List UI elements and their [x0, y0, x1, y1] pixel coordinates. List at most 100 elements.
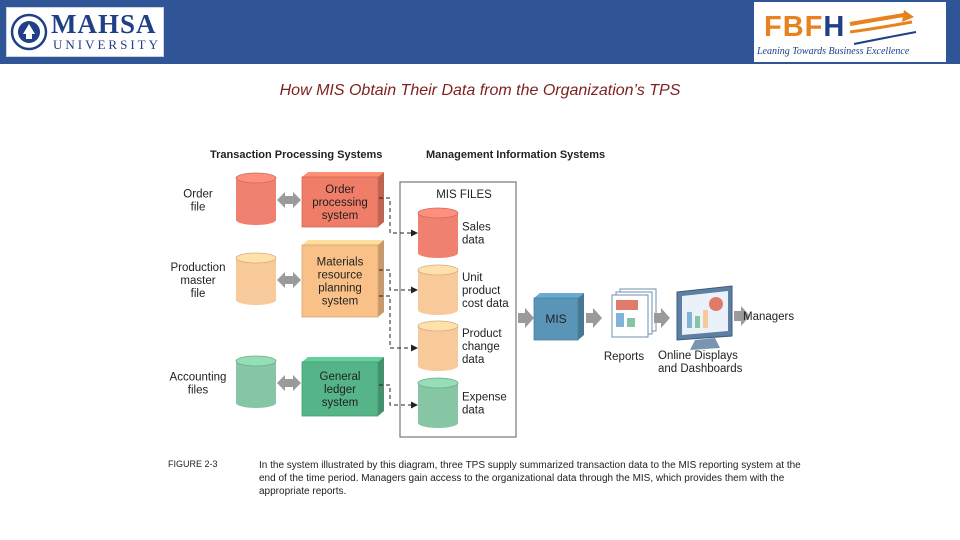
arrow-to-displays: [654, 308, 670, 328]
fbfh-brand-h: H: [823, 11, 846, 43]
tps-file-database-3-base: [236, 398, 276, 408]
tps-system-label-2-line: resource: [318, 270, 363, 282]
mis-file-database-4-base: [418, 418, 458, 428]
managers-label-line: Managers: [743, 311, 794, 323]
tps-system-box-3-front: [301, 361, 379, 417]
figure-label: FIGURE 2-3: [168, 459, 218, 469]
tps-system-box-3-top: [302, 357, 384, 362]
tps-system-label-1-line: processing: [312, 197, 368, 209]
tps-system-box-1-top: [302, 172, 384, 177]
report-chart-bar: [616, 300, 638, 310]
tps-system-box-1-front: [301, 176, 379, 228]
mis-file-label-4-line: Expense: [462, 392, 507, 404]
mis-file-label-1-line: Sales: [462, 222, 491, 234]
monitor-bar: [703, 310, 708, 328]
tps-file-database-2-body: [236, 258, 276, 300]
fbfh-logo: FBFH Leaning Towards Business Excellence: [754, 2, 946, 62]
tps-sync-arrow-1: [277, 192, 301, 208]
mis-box: [533, 293, 584, 341]
tps-file-label-3-line: files: [188, 385, 209, 397]
tps-file-database-3-body: [236, 361, 276, 403]
tps-heading: Transaction Processing Systems: [210, 149, 382, 161]
tps-system-box-2: [301, 240, 384, 318]
tps-system-box-2-top: [302, 240, 384, 245]
managers-label: Managers: [743, 311, 794, 323]
header-bar: MAHSA UNIVERSITY FBFH Leaning Towards Bu…: [0, 0, 960, 64]
tps-system-box-2-front: [301, 244, 379, 318]
tps-file-label-2-line: Production: [171, 262, 226, 274]
mis-file-database-3-top: [417, 320, 459, 332]
mis-box-side: [578, 293, 584, 340]
mis-file-database-1-base: [418, 248, 458, 258]
monitor-pie-chart: [709, 297, 723, 311]
mis-box-label: MIS: [545, 312, 566, 326]
tps-system-label-1-line: Order: [325, 184, 355, 196]
mis-file-label-3-line: Product: [462, 328, 502, 340]
mis-file-database-1-top: [417, 207, 459, 219]
mis-box-top: [534, 293, 584, 298]
connector-ledger-to-expense: [379, 384, 418, 409]
tps-system-box-1: [301, 172, 384, 228]
fbfh-brand: FBFH: [764, 12, 845, 42]
tps-system-box-3: [301, 357, 384, 417]
arrow-to-mis: [518, 308, 534, 328]
tps-file-database-1-body: [236, 178, 276, 220]
report-chart-bar: [616, 313, 624, 327]
tps-system-label-3-line: system: [322, 397, 358, 409]
tps-file-database-2-top: [235, 252, 277, 264]
tps-file-database-1-top: [235, 172, 277, 184]
tps-system-label-3-line: General: [320, 371, 361, 383]
mis-file-database-3: [417, 320, 459, 371]
mis-file-database-3-base: [418, 361, 458, 371]
mis-file-database-2-body: [418, 270, 458, 310]
tps-file-label-2-line: file: [191, 288, 206, 300]
mis-file-database-1: [417, 207, 459, 258]
tps-file-database-3-top: [235, 355, 277, 367]
tps-system-box-3-side: [378, 357, 384, 416]
mis-file-label-1-line: data: [462, 235, 485, 247]
mis-file-label-2-line: product: [462, 285, 501, 297]
online-display-monitor-icon: [676, 285, 733, 350]
connector-mrp-to-product-change: [379, 295, 418, 352]
report-chart-bar: [627, 318, 635, 327]
tps-system-label-1-line: system: [322, 210, 358, 222]
tps-sync-arrow-3: [277, 375, 301, 391]
mis-file-database-4-top: [417, 377, 459, 389]
reports-label-line: Reports: [604, 351, 645, 363]
mis-file-label-4-line: data: [462, 405, 485, 417]
mis-file-database-4-body: [418, 383, 458, 423]
mis-file-database-2: [417, 264, 459, 315]
mis-file-label-3-line: data: [462, 354, 485, 366]
mis-file-database-2-top: [417, 264, 459, 276]
mis-file-label-2-line: cost data: [462, 298, 509, 310]
monitor-bar: [687, 312, 692, 328]
tps-file-label-2-line: master: [180, 275, 215, 287]
page-title: How MIS Obtain Their Data from the Organ…: [279, 82, 681, 99]
reports-icon: [611, 288, 657, 338]
logo-text-university: UNIVERSITY: [53, 37, 161, 52]
mis-box-front: [533, 297, 579, 341]
mis-files-title-line: MIS FILES: [436, 189, 492, 201]
university-crest-icon: [10, 13, 48, 51]
tps-system-label-2-line: planning: [318, 283, 361, 295]
logo-text-mahsa: MAHSA: [51, 9, 157, 39]
figure-caption: In the system illustrated by this diagra…: [259, 460, 801, 497]
mis-file-database-1-body: [418, 213, 458, 253]
connector-mrp-to-unit-cost: [379, 269, 418, 294]
connector-order-to-sales: [379, 197, 418, 237]
fbfh-brand-fbf: FBF: [764, 11, 824, 43]
tps-system-box-1-side: [378, 172, 384, 227]
reports-label: Reports: [604, 351, 645, 363]
mis-files-title: MIS FILES: [436, 189, 492, 201]
monitor-bar: [695, 316, 700, 328]
tps-system-label-2-line: Materials: [317, 257, 364, 269]
